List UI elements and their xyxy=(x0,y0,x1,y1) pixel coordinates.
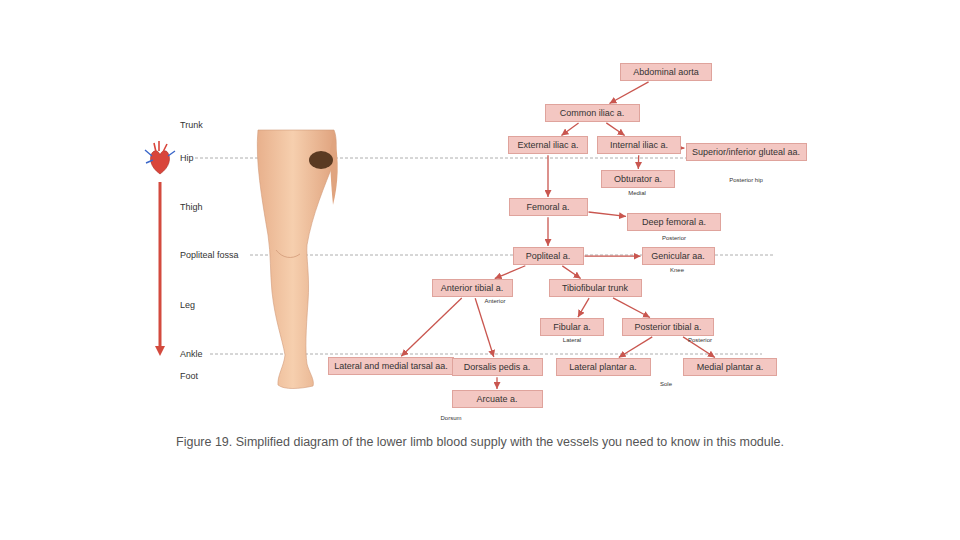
direction-arrowhead xyxy=(155,346,165,356)
artery-name: Medial plantar a. xyxy=(697,362,764,372)
artery-branch-arrow xyxy=(547,217,548,246)
artery-box: Fibular a. xyxy=(540,318,604,336)
artery-box: Obturator a. xyxy=(601,170,675,188)
artery-branch-arrow xyxy=(682,147,685,148)
artery-name: Lateral plantar a. xyxy=(569,362,637,372)
artery-name: Fibular a. xyxy=(553,322,591,332)
artery-box: Lateral and medial tarsal aa. xyxy=(328,357,454,375)
artery-box: Deep femoral a. xyxy=(627,213,721,231)
leg-illustration xyxy=(257,130,336,389)
artery-name: Anterior tibial a. xyxy=(441,283,504,293)
region-note: Knee xyxy=(670,267,684,273)
artery-name: Popliteal a. xyxy=(526,251,571,261)
artery-branch-arrow xyxy=(619,337,652,358)
artery-box: Superior/inferior gluteal aa. xyxy=(686,143,807,161)
level-label: Leg xyxy=(180,300,195,310)
artery-box: Genicular aa. xyxy=(642,247,715,265)
artery-box: Popliteal a. xyxy=(513,247,584,265)
artery-name: Abdominal aorta xyxy=(633,67,699,77)
artery-box: Common iliac a. xyxy=(545,104,640,122)
artery-box: Dorsalis pedis a. xyxy=(452,358,543,376)
artery-branch-arrow xyxy=(578,298,589,317)
artery-name: Lateral and medial tarsal aa. xyxy=(334,361,448,371)
artery-branch-arrow xyxy=(613,298,650,318)
region-note: Lateral xyxy=(563,337,581,343)
artery-branch-arrow xyxy=(606,123,624,136)
direction-arrow xyxy=(159,182,162,348)
artery-name: Internal iliac a. xyxy=(610,140,668,150)
heart-shape xyxy=(151,151,170,174)
region-note: Anterior xyxy=(484,298,505,304)
region-note: Posterior xyxy=(688,337,712,343)
artery-branch-arrow xyxy=(401,298,462,356)
artery-branch-arrow xyxy=(683,337,715,358)
artery-box: External iliac a. xyxy=(508,136,588,154)
level-label: Hip xyxy=(180,153,194,163)
heart-vein xyxy=(145,150,175,163)
artery-box: Posterior tibial a. xyxy=(622,318,714,336)
artery-name: Deep femoral a. xyxy=(642,217,706,227)
level-label: Ankle xyxy=(180,349,203,359)
artery-branch-arrow xyxy=(638,155,640,169)
artery-branch-arrow xyxy=(561,123,578,135)
artery-box: Abdominal aorta xyxy=(620,63,712,81)
artery-box: Lateral plantar a. xyxy=(556,358,651,376)
artery-name: External iliac a. xyxy=(517,140,578,150)
artery-name: Dorsalis pedis a. xyxy=(464,362,531,372)
region-note: Posterior hip xyxy=(729,177,763,183)
heart-vessel xyxy=(154,141,167,152)
region-note: Sole xyxy=(660,381,672,387)
artery-branch-arrow xyxy=(562,266,580,279)
artery-name: Superior/inferior gluteal aa. xyxy=(692,147,800,157)
buttock-shading xyxy=(330,135,338,205)
artery-box: Tibiofibular trunk xyxy=(549,279,642,297)
artery-box: Anterior tibial a. xyxy=(432,279,513,297)
level-label: Foot xyxy=(180,371,198,381)
artery-box: Femoral a. xyxy=(509,198,588,216)
heart-icon xyxy=(145,141,175,174)
level-label: Popliteal fossa xyxy=(180,250,239,260)
artery-box: Medial plantar a. xyxy=(683,358,777,376)
artery-name: Genicular aa. xyxy=(651,251,705,261)
artery-branch-arrow xyxy=(609,82,648,104)
artery-box: Arcuate a. xyxy=(452,390,543,408)
artery-branch-arrow xyxy=(547,155,548,197)
artery-name: Femoral a. xyxy=(526,202,569,212)
artery-branch-arrow xyxy=(475,298,494,357)
pubic-hair xyxy=(309,151,333,169)
region-note: Dorsum xyxy=(440,415,461,421)
knee-contour xyxy=(276,250,300,257)
region-note: Posterior xyxy=(662,235,686,241)
artery-name: Common iliac a. xyxy=(560,108,625,118)
artery-name: Obturator a. xyxy=(614,174,662,184)
level-label: Trunk xyxy=(180,120,203,130)
artery-branch-arrow xyxy=(496,377,497,389)
artery-branch-arrow xyxy=(495,266,526,279)
artery-name: Arcuate a. xyxy=(476,394,517,404)
artery-name: Tibiofibular trunk xyxy=(562,283,628,293)
artery-name: Posterior tibial a. xyxy=(634,322,701,332)
artery-branch-arrow xyxy=(588,212,626,216)
artery-branch-arrow xyxy=(585,256,641,257)
figure-caption: Figure 19. Simplified diagram of the low… xyxy=(145,433,815,452)
artery-box: Internal iliac a. xyxy=(597,136,681,154)
region-note: Medial xyxy=(628,190,646,196)
level-label: Thigh xyxy=(180,202,203,212)
